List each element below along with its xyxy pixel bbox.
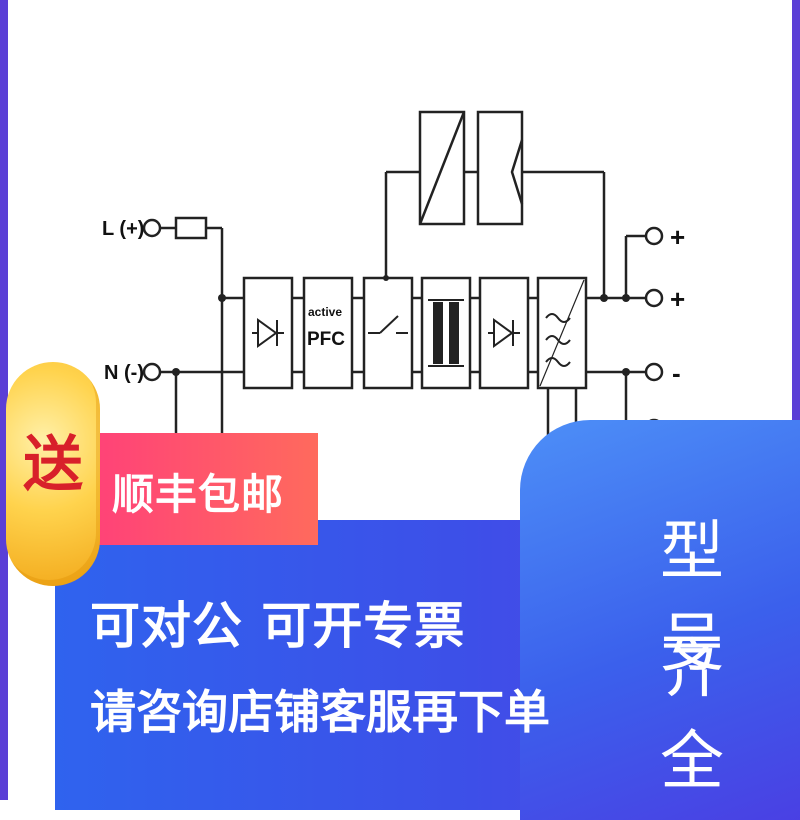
- frame-right-border: [792, 0, 800, 800]
- output-rectifier-block: [478, 276, 530, 390]
- models-text-line1: 型号: [660, 515, 726, 681]
- badge-char: 送: [23, 430, 83, 500]
- block-diagram: L (+) N (-) active PFC + + -: [102, 110, 685, 530]
- pfc-active-label: active: [308, 305, 342, 319]
- pfc-label: PFC: [307, 329, 345, 350]
- gift-badge: 送: [6, 362, 100, 586]
- terminal-out-plus-2: [644, 288, 664, 308]
- aux-converter-block: [418, 110, 466, 226]
- output-sign-1: +: [670, 222, 685, 252]
- transformer-block: [420, 276, 472, 390]
- invoice-text: 可对公 可开专票: [90, 597, 466, 655]
- filter-block: [536, 276, 588, 390]
- rectifier-block: [242, 276, 294, 390]
- promo-right-panel: [520, 420, 800, 820]
- terminal-l: [142, 218, 162, 238]
- frame-left-border: [0, 0, 8, 800]
- input-label-n: N (-): [104, 362, 144, 384]
- models-text-line2: 齐全: [660, 633, 726, 799]
- shipping-banner: 顺丰包邮: [60, 433, 318, 545]
- terminal-n: [142, 362, 162, 382]
- contact-text: 请咨询店铺客服再下单: [90, 685, 550, 739]
- fuse-icon: [174, 216, 208, 240]
- input-label-l: L (+): [102, 218, 144, 240]
- pfc-block: [302, 276, 354, 390]
- aux-regulator-block: [476, 110, 524, 226]
- terminal-out-minus: [644, 362, 664, 382]
- shipping-text: 顺丰包邮: [112, 470, 285, 519]
- terminal-out-plus-1: [644, 226, 664, 246]
- output-sign-2: +: [670, 284, 685, 314]
- output-sign-3: -: [672, 358, 681, 388]
- badge-bubble-icon: [6, 362, 100, 586]
